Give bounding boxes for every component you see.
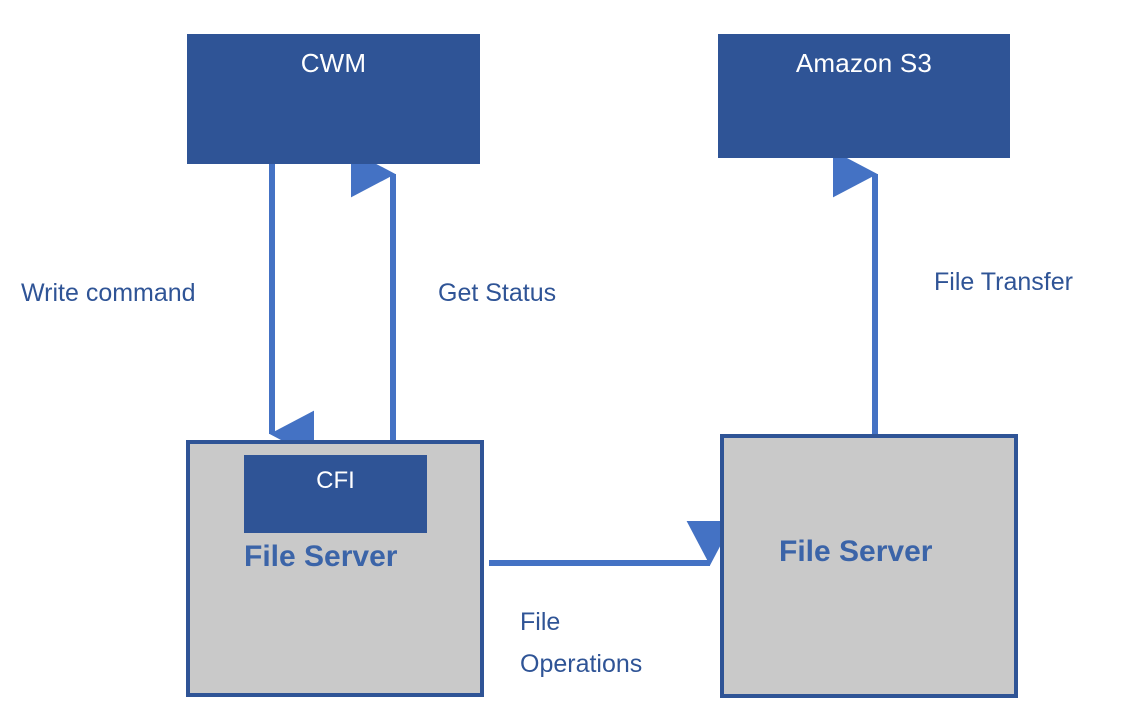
node-file-server-right[interactable] [720, 434, 1018, 698]
edge-label-file-operations-line1: File [520, 608, 561, 636]
node-file-server-right-label: File Server [779, 535, 933, 568]
edge-label-file-transfer: File Transfer [934, 268, 1073, 296]
node-cfi[interactable]: CFI [244, 455, 427, 533]
edge-label-get-status: Get Status [438, 279, 557, 307]
node-amazon-s3-label: Amazon S3 [795, 48, 933, 78]
node-cwm-label: CWM [300, 48, 367, 78]
edge-label-write-command: Write command [21, 279, 196, 307]
node-cfi-label: CFI [316, 467, 355, 494]
edge-label-file-operations: File Operations [520, 601, 720, 685]
node-amazon-s3[interactable]: Amazon S3 [718, 34, 1010, 158]
edge-label-file-operations-line2: Operations [520, 650, 643, 678]
node-file-server-left-label: File Server [244, 540, 398, 573]
node-cwm[interactable]: CWM [187, 34, 480, 164]
